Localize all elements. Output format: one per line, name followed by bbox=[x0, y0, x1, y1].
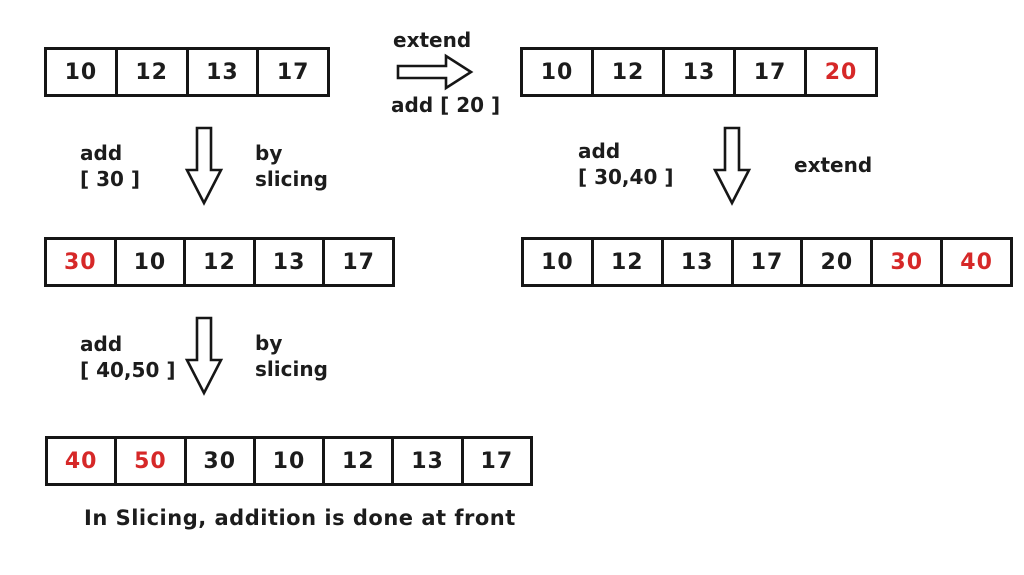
array-cell: 20 bbox=[800, 240, 870, 284]
array-cell: 17 bbox=[730, 240, 801, 284]
array-cell: 12 bbox=[322, 439, 391, 483]
by-slicing-1-line2: slicing bbox=[255, 167, 328, 191]
add-20-label: add [ 20 ] bbox=[391, 93, 501, 117]
add-30-label: add [ 30 ] bbox=[80, 140, 140, 192]
array-cell: 10 bbox=[540, 59, 574, 85]
add-40-50-line2: [ 40,50 ] bbox=[80, 358, 176, 382]
array-cell: 13 bbox=[185, 50, 257, 94]
add-30-40-label: add [ 30,40 ] bbox=[578, 138, 673, 190]
array-cell: 12 bbox=[114, 50, 186, 94]
extend-top-label: extend bbox=[393, 28, 472, 52]
array-cell: 50 bbox=[114, 439, 183, 483]
array-cell: 12 bbox=[590, 240, 661, 284]
array-cell: 13 bbox=[660, 240, 731, 284]
array-cell: 13 bbox=[662, 50, 733, 94]
array-cell: 17 bbox=[256, 50, 327, 94]
array-cell: 12 bbox=[591, 50, 662, 94]
extend-right-label: extend bbox=[794, 153, 873, 177]
array-cell: 40 bbox=[64, 448, 98, 474]
add-40-50-label: add [ 40,50 ] bbox=[80, 331, 175, 383]
array-cell: 13 bbox=[252, 240, 323, 284]
array-cell: 12 bbox=[183, 240, 253, 284]
down-arrow-icon bbox=[184, 126, 224, 206]
array-cell: 30 bbox=[63, 249, 97, 275]
right-arrow-icon bbox=[396, 53, 474, 91]
array-cell: 20 bbox=[804, 50, 875, 94]
add-30-line1: add bbox=[80, 141, 123, 165]
array-cell: 17 bbox=[460, 439, 530, 483]
diagram-caption: In Slicing, addition is done at front bbox=[84, 506, 516, 530]
by-slicing-label-1: by slicing bbox=[255, 140, 328, 192]
add-40-50-line1: add bbox=[80, 332, 123, 356]
down-arrow-icon bbox=[184, 316, 224, 396]
array-cell: 10 bbox=[113, 240, 184, 284]
array-cell: 10 bbox=[541, 249, 574, 275]
by-slicing-1-line1: by bbox=[255, 141, 283, 165]
by-slicing-2-line1: by bbox=[255, 331, 283, 355]
array-cell: 40 bbox=[940, 240, 1010, 284]
array-cell: 17 bbox=[322, 240, 392, 284]
array-cell: 30 bbox=[183, 439, 253, 483]
array-cell: 17 bbox=[733, 50, 804, 94]
array-cell: 30 bbox=[870, 240, 940, 284]
array-cell: 10 bbox=[252, 439, 322, 483]
add-30-40-line1: add bbox=[578, 139, 621, 163]
down-arrow-icon bbox=[712, 126, 752, 206]
by-slicing-2-line2: slicing bbox=[255, 357, 328, 381]
add-30-40-line2: [ 30,40 ] bbox=[578, 165, 674, 189]
by-slicing-label-2: by slicing bbox=[255, 330, 328, 382]
add-30-line2: [ 30 ] bbox=[80, 167, 141, 191]
array-cell: 13 bbox=[391, 439, 460, 483]
array-cell: 10 bbox=[64, 59, 98, 85]
